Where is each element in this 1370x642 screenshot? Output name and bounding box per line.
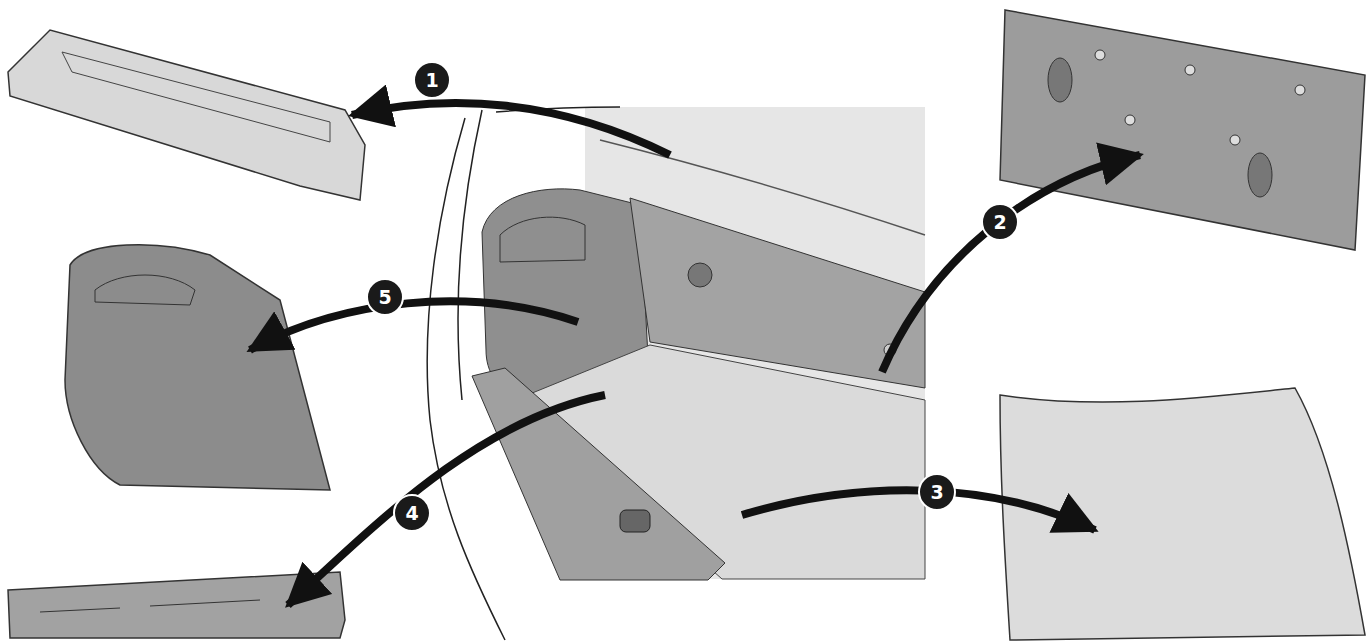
sill-detail: [40, 600, 260, 612]
body-outline: [458, 110, 482, 400]
callout-number: 4: [393, 494, 431, 532]
callout-number: 5: [366, 278, 404, 316]
car-trunk: [427, 107, 925, 640]
panel-hole: [1095, 50, 1105, 60]
side-trim-pocket: [500, 217, 585, 262]
removal-arrow: [250, 301, 578, 350]
removal-arrow: [288, 395, 605, 605]
removal-arrow: [352, 103, 670, 155]
callout-number: 1: [413, 61, 451, 99]
panel-hole: [1048, 58, 1072, 102]
side-trim-part: [65, 245, 330, 490]
panel-hole: [1248, 153, 1272, 197]
removed-parts: [8, 10, 1365, 640]
panel-hole: [1185, 65, 1195, 75]
parcel-shelf: [8, 30, 365, 200]
panel-hole: [1230, 135, 1240, 145]
rear-panel-part: [1000, 10, 1365, 250]
callout-number: 3: [918, 473, 956, 511]
side-trim-pocket: [95, 275, 195, 305]
sill-trim-part: [8, 572, 345, 638]
latch: [620, 510, 650, 532]
panel-hole: [1125, 115, 1135, 125]
callout-number: 2: [981, 203, 1019, 241]
removal-arrows: [250, 103, 1140, 605]
removal-arrow: [882, 155, 1140, 372]
panel-hole: [1295, 85, 1305, 95]
parcel-shelf-recess: [62, 52, 330, 142]
panel-hole: [688, 263, 712, 287]
